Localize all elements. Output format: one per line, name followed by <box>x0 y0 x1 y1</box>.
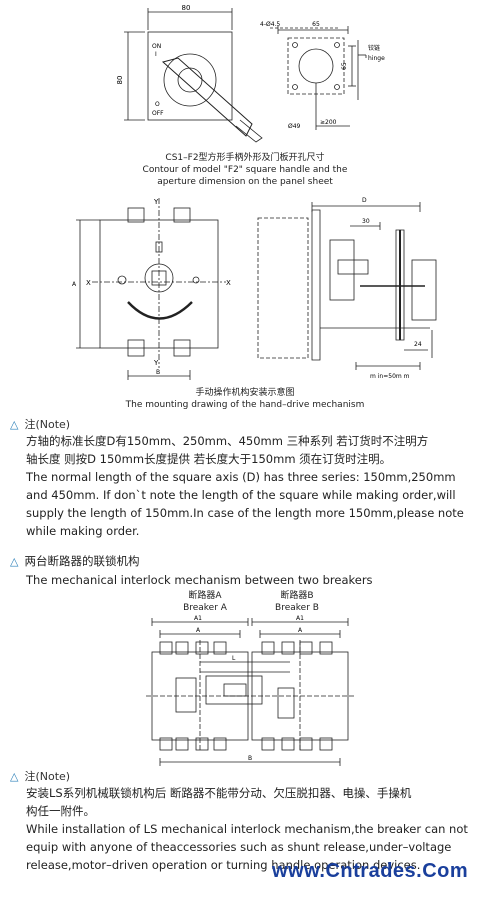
label-a1-right: A1 <box>296 615 304 622</box>
note1-en-3: supply the length of 150mm.In case of th… <box>26 506 464 520</box>
note2-en-2: equip with anyone of theaccessories such… <box>26 840 452 854</box>
note1-heading: 注(Note) <box>24 418 71 431</box>
label-x-left: X <box>86 279 91 287</box>
label-hinge-en: hinge <box>368 55 385 62</box>
note1-en-1: The normal length of the square axis (D)… <box>26 470 456 484</box>
label-200: ≥200 <box>320 119 337 126</box>
triangle-icon: △ <box>10 555 19 568</box>
label-b-interlock: B <box>248 755 252 762</box>
note2-en-1: While installation of LS mechanical inte… <box>26 822 468 836</box>
note1-body: 方轴的标准长度D有150mm、250mm、450mm 三种系列 若订货时不注明方… <box>10 432 485 540</box>
label-on: ON <box>152 43 161 50</box>
note2-block: △ 注(Note) 安装LS系列机械联锁机构后 断路器不能带分动、欠压脱扣器、电操… <box>10 768 485 874</box>
label-o: O <box>155 101 160 108</box>
watermark: www.Cntrades.Com <box>272 860 469 882</box>
label-off: OFF <box>152 110 164 117</box>
label-30: 30 <box>362 218 370 225</box>
note2-heading: 注(Note) <box>24 770 71 783</box>
label-i: I <box>155 51 157 58</box>
note2-cn-2: 构任一附件。 <box>26 804 95 818</box>
fig1-caption: CS1–F2型方形手柄外形及门板开孔尺寸 Contour of model "F… <box>0 152 490 188</box>
breaker-b-cn: 断路器B <box>280 591 314 601</box>
triangle-icon: △ <box>10 418 19 431</box>
label-hinge-cn: 铰链 <box>368 44 380 52</box>
breaker-a-label: 断路器A Breaker A <box>170 590 240 614</box>
note2-en-3: release,motor–driven operation or turnin… <box>26 858 421 872</box>
breaker-b-en: Breaker B <box>275 603 319 613</box>
note1-heading-row: △ 注(Note) <box>10 416 485 432</box>
breaker-a-cn: 断路器A <box>188 591 222 601</box>
breaker-b-label: 断路器B Breaker B <box>262 590 332 614</box>
dim-65-side: 65 <box>341 62 348 70</box>
dim-80-top: 80 <box>182 4 191 12</box>
label-a: A <box>72 281 77 288</box>
label-a-left: A <box>196 627 201 634</box>
note1-block: △ 注(Note) 方轴的标准长度D有150mm、250mm、450mm 三种系列… <box>10 416 485 540</box>
note1-en-2: and 450mm. If don`t note the length of t… <box>26 488 456 502</box>
fig2-caption-en: The mounting drawing of the hand–drive m… <box>125 400 365 410</box>
figure-mounting-drawing: Y Y X X A B D 30 24 m in=50m m <box>72 197 437 380</box>
dim-65-top: 65 <box>312 21 320 28</box>
fig1-caption-en-2: aperture dimension on the panel sheet <box>157 177 333 187</box>
label-min: m in=50m m <box>370 373 410 380</box>
dim-holes: 4-Ø4.5 <box>260 21 280 28</box>
note2-heading-row: △ 注(Note) <box>10 768 485 784</box>
figure-handle-contour: 80 80 ON I O OFF 4-Ø4.5 65 65 Ø49 ≥200 铰… <box>116 4 385 143</box>
note1-en-4: while making order. <box>26 524 140 538</box>
section2-heading-row: △ 两台断路器的联锁机构 <box>10 552 485 571</box>
label-a1-left: A1 <box>194 615 202 622</box>
label-x-right: X <box>226 279 231 287</box>
figure-interlock: A1 A A1 A L B <box>146 615 354 766</box>
label-y-bottom: Y <box>153 359 159 367</box>
note2-cn-1: 安装LS系列机械联锁机构后 断路器不能带分动、欠压脱扣器、电操、手操机 <box>26 786 412 800</box>
fig1-caption-en-1: Contour of model "F2" square handle and … <box>142 165 348 175</box>
label-24: 24 <box>414 341 422 348</box>
label-d49: Ø49 <box>288 123 301 130</box>
fig2-caption-cn: 手动操作机构安装示意图 <box>195 388 295 398</box>
dim-80-side: 80 <box>116 76 124 85</box>
section2-heading-cn: 两台断路器的联锁机构 <box>24 554 140 568</box>
section2-heading-block: △ 两台断路器的联锁机构 The mechanical interlock mec… <box>10 552 485 589</box>
fig1-caption-cn: CS1–F2型方形手柄外形及门板开孔尺寸 <box>165 153 325 163</box>
label-l: L <box>232 655 236 662</box>
label-b: B <box>156 369 160 376</box>
section2-heading-en: The mechanical interlock mechanism betwe… <box>26 573 373 587</box>
fig2-caption: 手动操作机构安装示意图 The mounting drawing of the … <box>0 387 490 411</box>
breaker-a-en: Breaker A <box>183 603 227 613</box>
label-a-right: A <box>298 627 303 634</box>
label-d: D <box>362 197 367 204</box>
triangle-icon: △ <box>10 770 19 783</box>
label-y-top: Y <box>153 198 159 206</box>
note1-cn-2: 轴长度 则按D 150mm长度提供 若长度大于150mm 须在订货时注明。 <box>26 452 392 466</box>
note1-cn-1: 方轴的标准长度D有150mm、250mm、450mm 三种系列 若订货时不注明方 <box>26 434 429 448</box>
note2-body: 安装LS系列机械联锁机构后 断路器不能带分动、欠压脱扣器、电操、手操机 构任一附… <box>10 784 485 874</box>
